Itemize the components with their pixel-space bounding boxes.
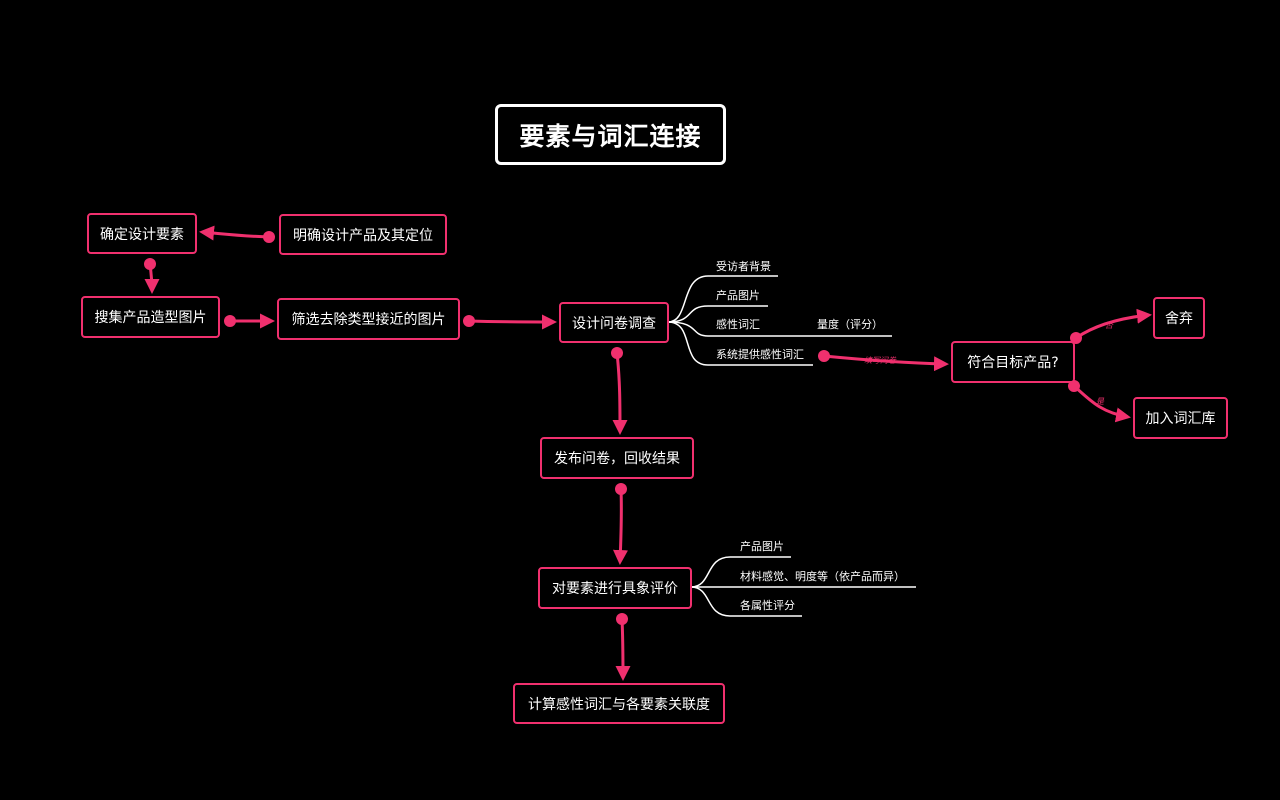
node-define-elements[interactable]: 确定设计要素 — [87, 213, 197, 254]
edge-clarify-to-define — [199, 225, 275, 243]
edge-label-fill-survey: 填写问卷 — [864, 356, 896, 365]
survey-branch-kansei-words: 感性词汇 — [716, 318, 760, 331]
node-match-target[interactable]: 符合目标产品? — [951, 341, 1075, 383]
survey-sub-branch-scale: 量度（评分） — [817, 318, 883, 331]
edge-filter-to-survey — [463, 314, 557, 330]
node-evaluate-elements[interactable]: 对要素进行具象评价 — [538, 567, 692, 609]
node-filter-images[interactable]: 筛选去除类型接近的图片 — [277, 298, 460, 340]
survey-branch-system-words: 系统提供感性词汇 — [716, 348, 804, 361]
evaluate-branch-material-feel: 材料感觉、明度等（依产品而异） — [740, 570, 905, 583]
node-collect-images[interactable]: 搜集产品造型图片 — [81, 296, 220, 338]
diagram-title: 要素与词汇连接 — [495, 104, 726, 165]
node-add-to-library[interactable]: 加入词汇库 — [1133, 397, 1228, 439]
edge-publish-to-evaluate — [613, 483, 628, 565]
survey-branch-respondent-background: 受访者背景 — [716, 260, 771, 273]
edge-evaluate-to-compute — [615, 613, 631, 681]
node-clarify-product[interactable]: 明确设计产品及其定位 — [279, 214, 447, 255]
node-design-survey[interactable]: 设计问卷调查 — [559, 302, 669, 343]
node-publish-survey[interactable]: 发布问卷，回收结果 — [540, 437, 694, 479]
evaluate-branch-product-images: 产品图片 — [740, 540, 784, 553]
edge-label-yes: 是 — [1096, 397, 1104, 406]
edge-define-to-collect — [144, 258, 160, 294]
evaluate-branches — [690, 556, 916, 617]
edge-match-to-library — [1068, 380, 1131, 423]
edge-survey-to-publish — [611, 347, 628, 435]
edge-label-no: 否 — [1105, 321, 1113, 330]
evaluate-branch-attribute-scores: 各属性评分 — [740, 599, 795, 612]
node-discard[interactable]: 舍弃 — [1153, 297, 1205, 339]
edge-collect-to-filter — [224, 313, 275, 329]
survey-branch-product-images: 产品图片 — [716, 289, 760, 302]
edge-system-words-to-match — [818, 350, 949, 372]
survey-branches — [667, 275, 892, 366]
node-compute-relevance[interactable]: 计算感性词汇与各要素关联度 — [513, 683, 725, 724]
